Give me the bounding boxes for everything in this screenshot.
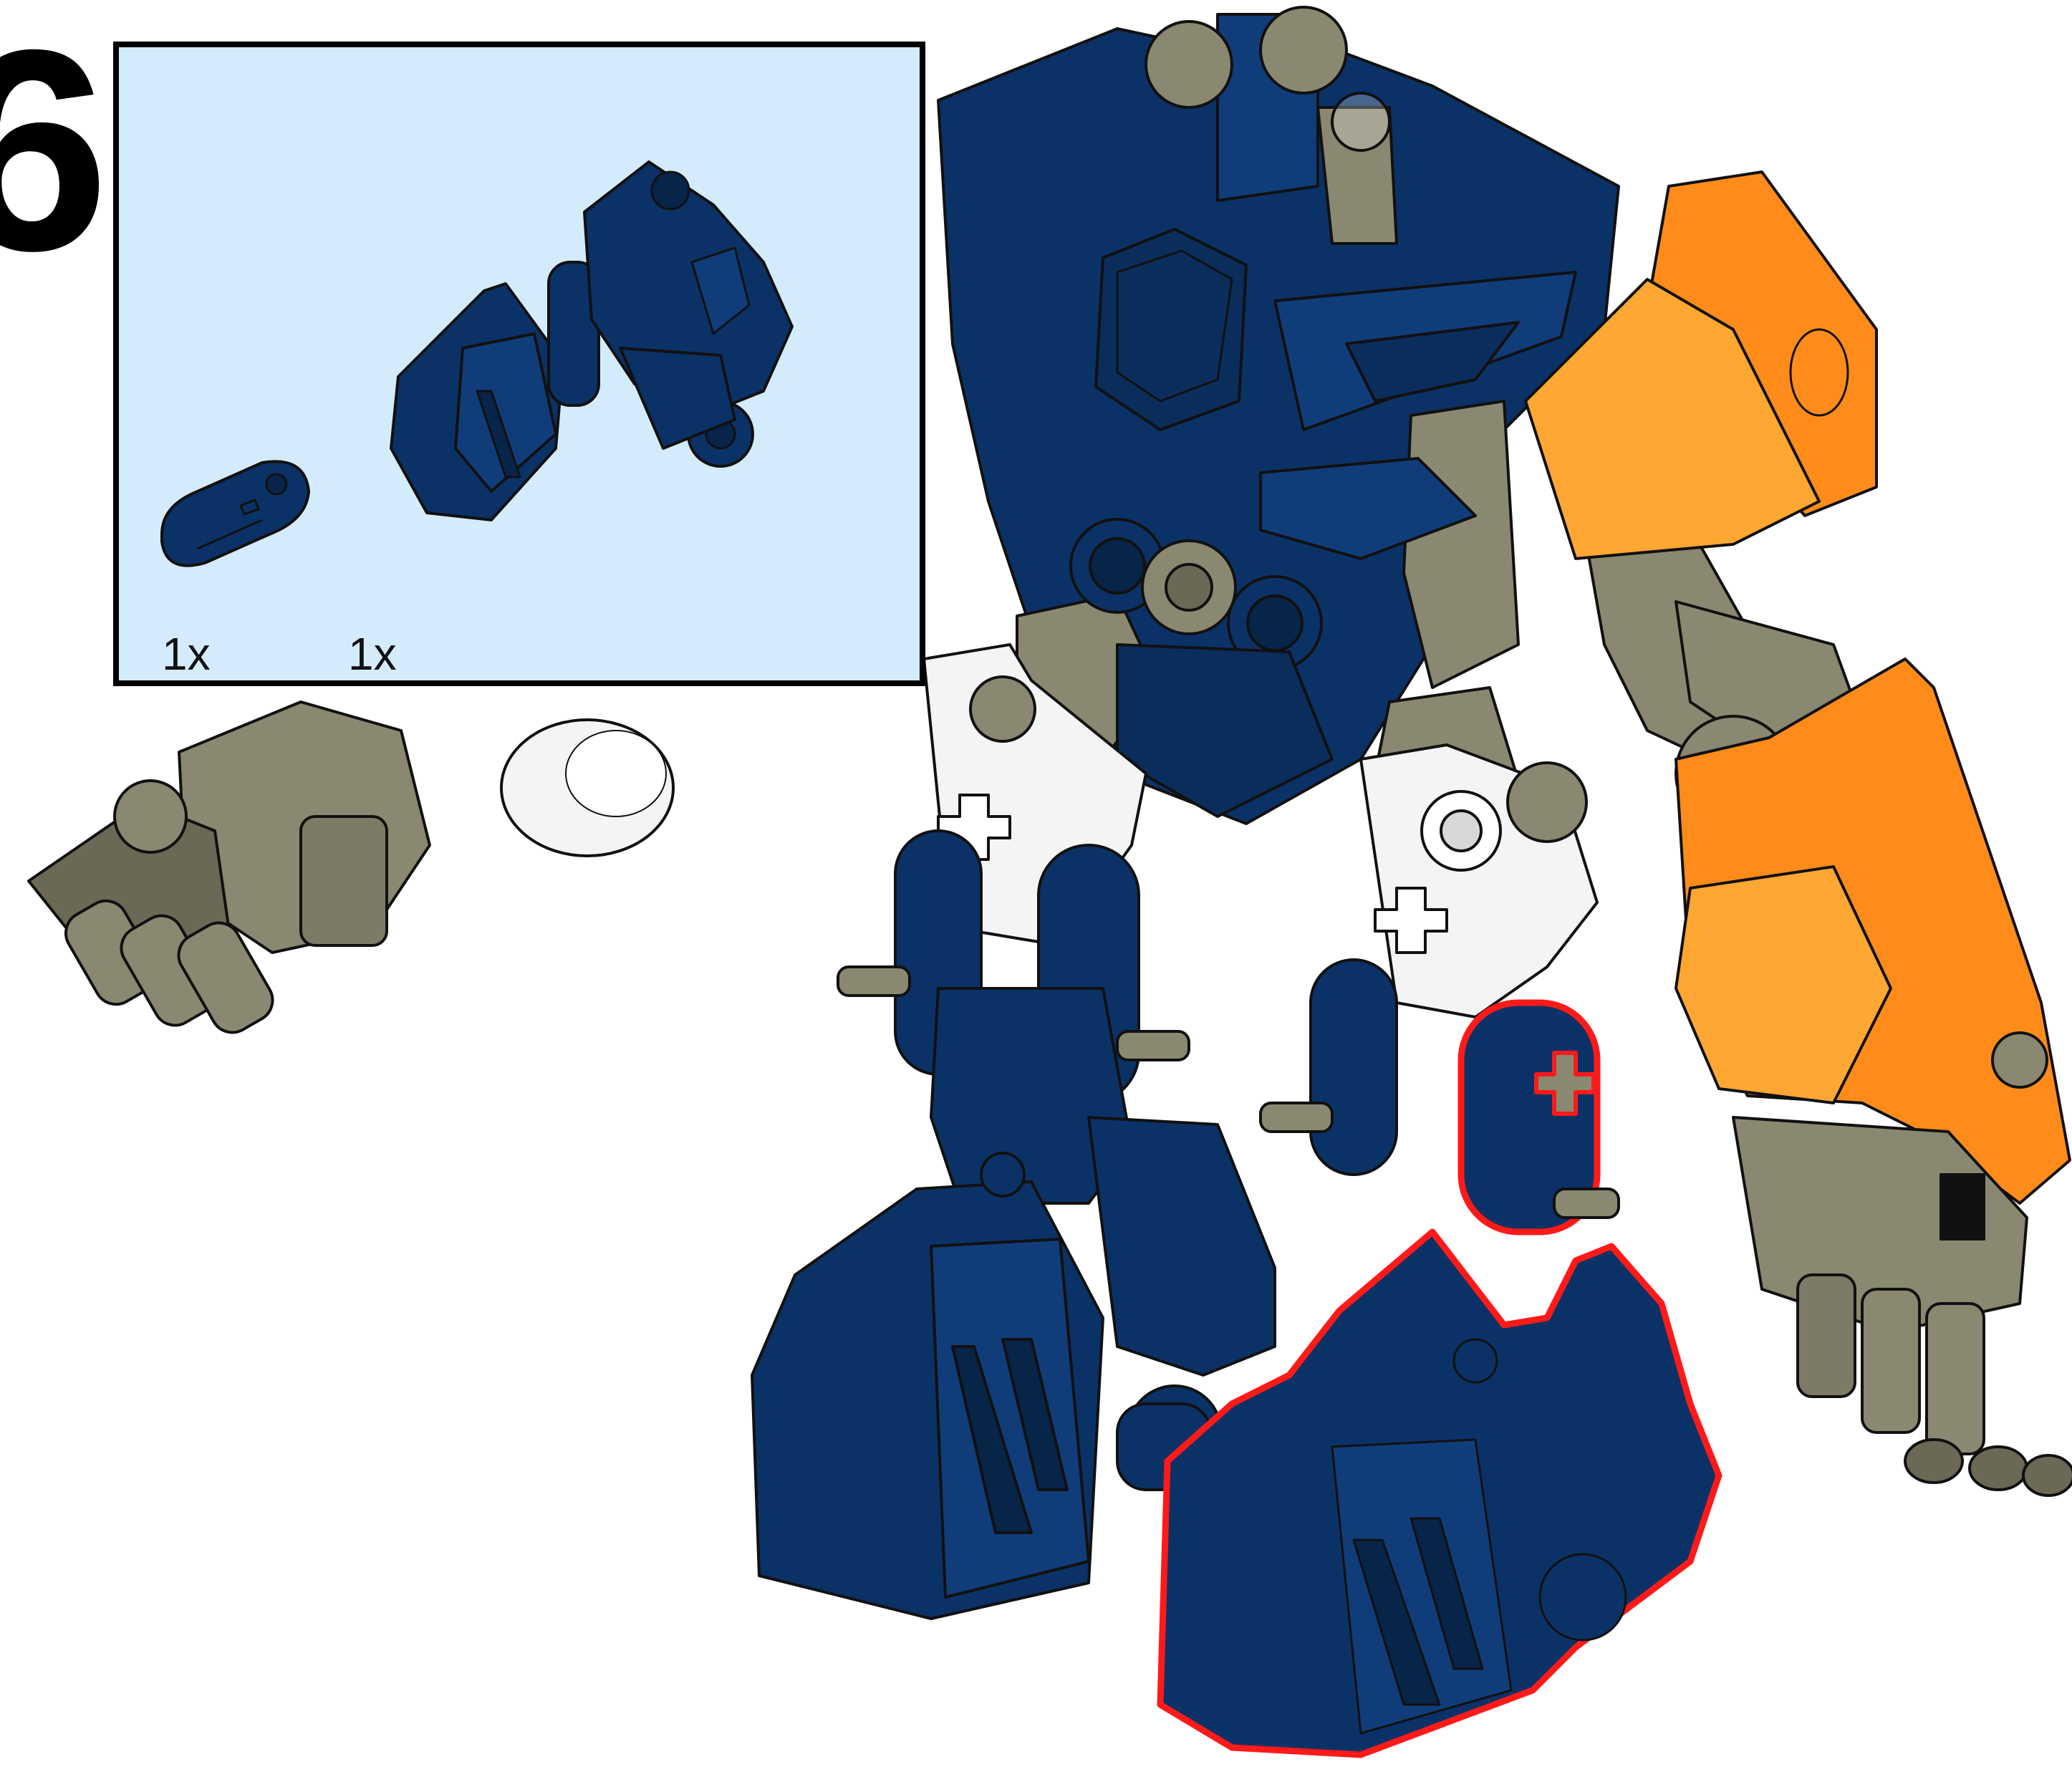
foot-assembly-part [390, 160, 794, 521]
parts-illustration [160, 160, 794, 567]
torso [937, 6, 1620, 825]
left-arm [27, 700, 675, 1034]
left-leg [751, 643, 1276, 1620]
parts-callout: 1x 1x [113, 42, 925, 686]
axle-connector-link-part [160, 460, 310, 567]
new-leg-parts-highlight [1157, 999, 1722, 1758]
step-number: 6 [0, 0, 110, 310]
right-arm [1524, 170, 2072, 1497]
part-quantity-link: 1x [162, 628, 211, 680]
right-leg [1259, 743, 1599, 1176]
part-quantity-foot: 1x [348, 628, 397, 680]
